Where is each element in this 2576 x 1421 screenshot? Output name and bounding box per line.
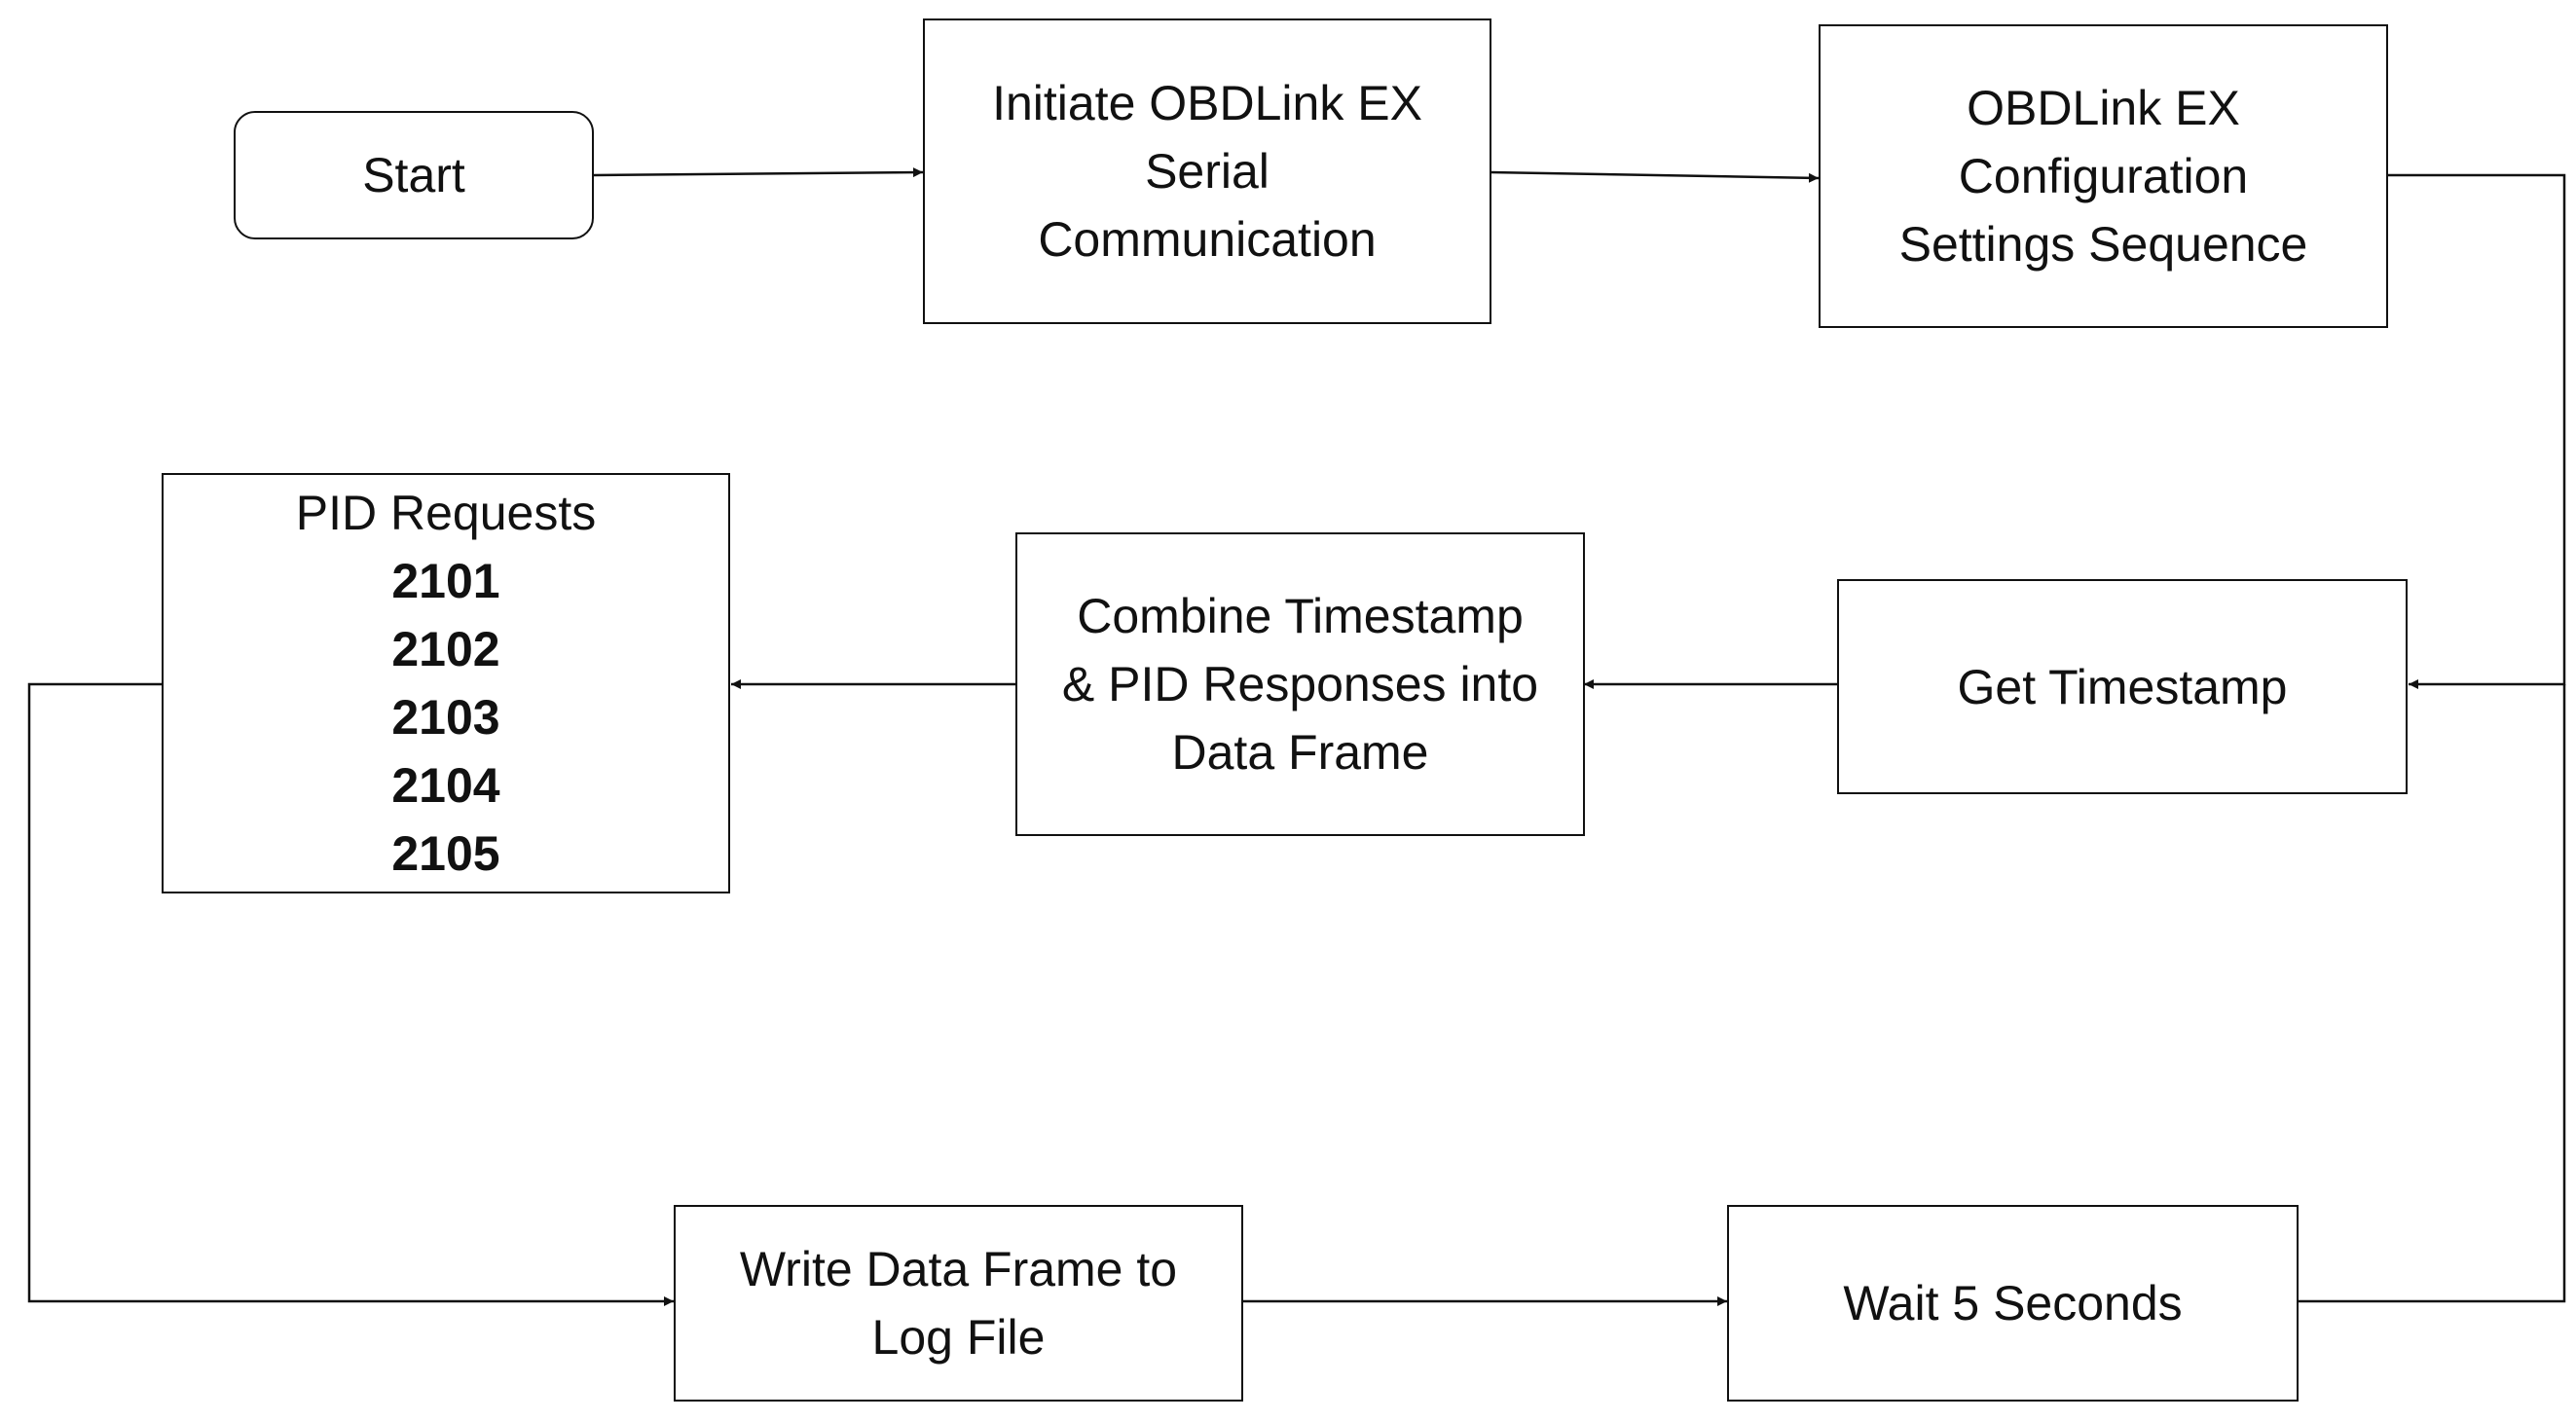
get-timestamp-label: Get Timestamp bbox=[1957, 659, 2288, 714]
pid-code-2: 2102 bbox=[391, 622, 500, 676]
arrow-start-to-init bbox=[593, 167, 924, 178]
wait-step: Wait 5 Seconds bbox=[1727, 1205, 2299, 1402]
config-line-1: OBDLink EX bbox=[1967, 81, 2240, 135]
config-line-2: Configuration bbox=[1958, 149, 2249, 203]
pid-code-1: 2101 bbox=[391, 554, 500, 608]
combine-line-1: Combine Timestamp bbox=[1077, 589, 1524, 643]
get-timestamp-step: Get Timestamp bbox=[1837, 579, 2408, 794]
write-log-line-2: Log File bbox=[871, 1310, 1046, 1365]
write-log-line-1: Write Data Frame to bbox=[739, 1242, 1178, 1296]
pid-code-5: 2105 bbox=[391, 826, 500, 881]
combine-line-2: & PID Responses into bbox=[1061, 657, 1539, 711]
init-serial-line-2: Serial bbox=[1145, 144, 1270, 199]
start-label: Start bbox=[362, 148, 465, 202]
pid-requests-step: PID Requests 2101 2102 2103 2104 2105 bbox=[162, 473, 730, 893]
config-sequence-step: OBDLink EX Configuration Settings Sequen… bbox=[1819, 24, 2388, 328]
pid-code-4: 2104 bbox=[391, 758, 500, 813]
arrow-wait-loop-back bbox=[2298, 684, 2566, 1303]
config-line-3: Settings Sequence bbox=[1898, 217, 2308, 272]
arrow-init-to-config bbox=[1489, 170, 1820, 183]
pid-code-3: 2103 bbox=[391, 690, 500, 745]
write-log-step: Write Data Frame to Log File bbox=[674, 1205, 1243, 1402]
pid-requests-title: PID Requests bbox=[295, 486, 597, 540]
arrow-pid-to-write-log bbox=[27, 682, 674, 1306]
init-serial-step: Initiate OBDLink EX Serial Communication bbox=[923, 18, 1491, 324]
combine-line-3: Data Frame bbox=[1171, 725, 1429, 780]
arrow-config-to-timestamp bbox=[2387, 173, 2566, 689]
start-terminal: Start bbox=[234, 111, 594, 239]
wait-label: Wait 5 Seconds bbox=[1843, 1276, 2183, 1330]
init-serial-line-3: Communication bbox=[1038, 212, 1377, 267]
combine-data-frame-step: Combine Timestamp & PID Responses into D… bbox=[1015, 532, 1585, 836]
init-serial-line-1: Initiate OBDLink EX bbox=[992, 76, 1422, 130]
